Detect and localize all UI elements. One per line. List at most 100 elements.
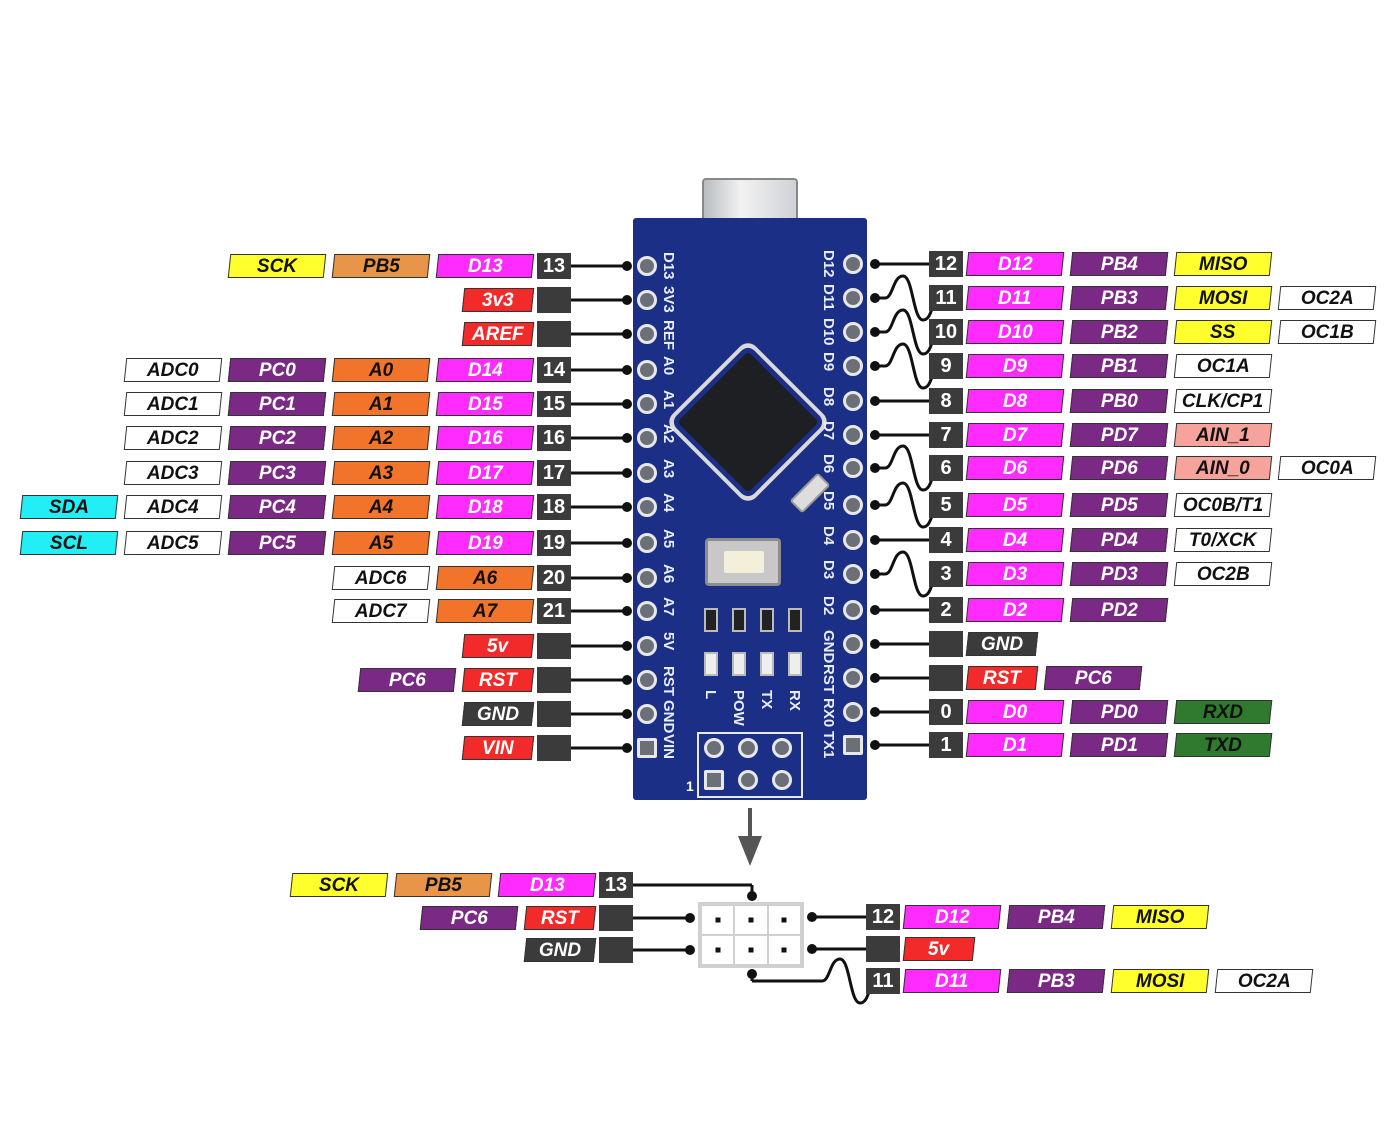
pin-label-spi: SS [1173,320,1273,344]
pin-label-digital: D12 [965,252,1065,276]
pin-label-text: 3v3 [482,290,514,311]
silkscreen-label: TX1 [820,731,837,759]
pin-label-port: PB2 [1069,320,1169,344]
pin-label-text: PD7 [1100,425,1138,446]
header-pin-right [843,425,863,445]
pin-label-text: ADC6 [355,568,407,589]
pin-label-text: A5 [368,533,394,554]
pin-label-i2c: SCL [19,531,119,555]
pin-label-spi: MISO [1173,252,1273,276]
pin-label-text: PC1 [258,394,296,415]
pin-number: 1 [929,732,963,758]
pin-label-digital: D3 [965,562,1065,586]
pin-label-text: D14 [467,360,503,381]
pin-label-port_b_orange: PB5 [393,873,493,897]
pin-label-power: 5v [902,937,976,961]
pin-label-text: PB5 [362,256,400,277]
silkscreen-label: 5V [660,632,677,651]
pin-label-text: SCK [256,256,297,277]
pin-label-spi: MOSI [1173,286,1273,310]
wire-dot [870,535,880,545]
pin-label-power: RST [461,668,535,692]
pin-label-text: PC6 [1074,668,1112,689]
pin-label-text: AREF [472,324,524,345]
pin-label-text: OC0A [1300,458,1354,479]
pin-label-port: PD0 [1069,700,1169,724]
pin-label-digital: D6 [965,456,1065,480]
silkscreen-label: RST [820,664,837,694]
pin-label-text: PC3 [258,463,296,484]
icsp-hole [772,738,792,758]
header-pin-left [637,324,657,344]
pin-number: 8 [929,388,963,414]
pin-number: 4 [929,527,963,553]
wire-dot [622,261,632,271]
silkscreen-label: VIN [660,734,677,760]
pin-label-port: PC4 [227,495,327,519]
pin-label-gnd: GND [965,632,1039,656]
wire-dot [747,891,757,901]
pin-number [537,667,571,693]
pin-label-power: RST [965,666,1039,690]
smd-resistor [704,608,718,632]
pin-label-adc: ADC7 [331,599,431,623]
pin-label-text: RST [982,668,1021,689]
pin-label-text: OC2A [1300,288,1354,309]
pin-label-text: ADC4 [147,497,199,518]
pin-label-analog: A4 [331,495,431,519]
pin-label-port: PB1 [1069,354,1169,378]
reset-button[interactable] [705,538,781,586]
pin-label-text: SCK [318,875,359,896]
header-pin-left [637,360,657,380]
pin-label-text: D7 [1002,425,1028,446]
pin-label-text: D15 [467,394,503,415]
pin-label-digital: D13 [435,254,535,278]
silkscreen-label: D11 [820,284,837,311]
pin-label-analog: A2 [331,426,431,450]
pin-label-text: OC2A [1237,971,1291,992]
pin-label-spi: SCK [227,254,327,278]
pin-label-digital: D17 [435,461,535,485]
silkscreen-label: D12 [820,250,837,278]
wire-dot [622,468,632,478]
pin-label-port: PC2 [227,426,327,450]
pin-label-timer: OC2B [1173,562,1273,586]
pin-label-port: PD3 [1069,562,1169,586]
pin-label-spi: SCK [289,873,389,897]
silkscreen-label: GND [820,630,837,664]
pin-number: 12 [866,904,900,930]
pin-label-port: PD5 [1069,493,1169,517]
wire-dot [870,430,880,440]
pin-number: 3 [929,561,963,587]
silkscreen-label: D6 [820,454,837,474]
header-pin-left [637,497,657,517]
wire-dot [622,538,632,548]
silkscreen-label: A7 [660,597,677,617]
icsp-header-diagram [698,902,804,968]
pin-label-text: D13 [467,256,503,277]
header-pin-right [843,391,863,411]
pin-label-text: VIN [482,738,514,759]
header-pin-right [843,564,863,584]
pin-label-text: PC6 [388,670,426,691]
header-pin-left [637,568,657,588]
status-led [732,652,746,676]
silkscreen-label: A2 [660,424,677,444]
pin-label-port: PC1 [227,392,327,416]
pin-label-analog: A1 [331,392,431,416]
wire-dot [622,295,632,305]
wire-dot [622,743,632,753]
pin-label-digital: D15 [435,392,535,416]
header-pin-left [637,738,657,758]
pin-number: 19 [537,530,571,556]
pin-label-text: RST [478,670,517,691]
icsp-pin1-label: 1 [686,778,694,794]
pin-label-text: ADC5 [147,533,199,554]
pin-label-text: D11 [998,288,1032,309]
silkscreen-label: 3V3 [660,286,677,313]
pin-label-text: D3 [1002,564,1028,585]
smd-resistor [732,608,746,632]
pin-label-text: RXD [1202,702,1243,723]
pin-label-text: PD2 [1100,600,1138,621]
header-pin-right [843,702,863,722]
